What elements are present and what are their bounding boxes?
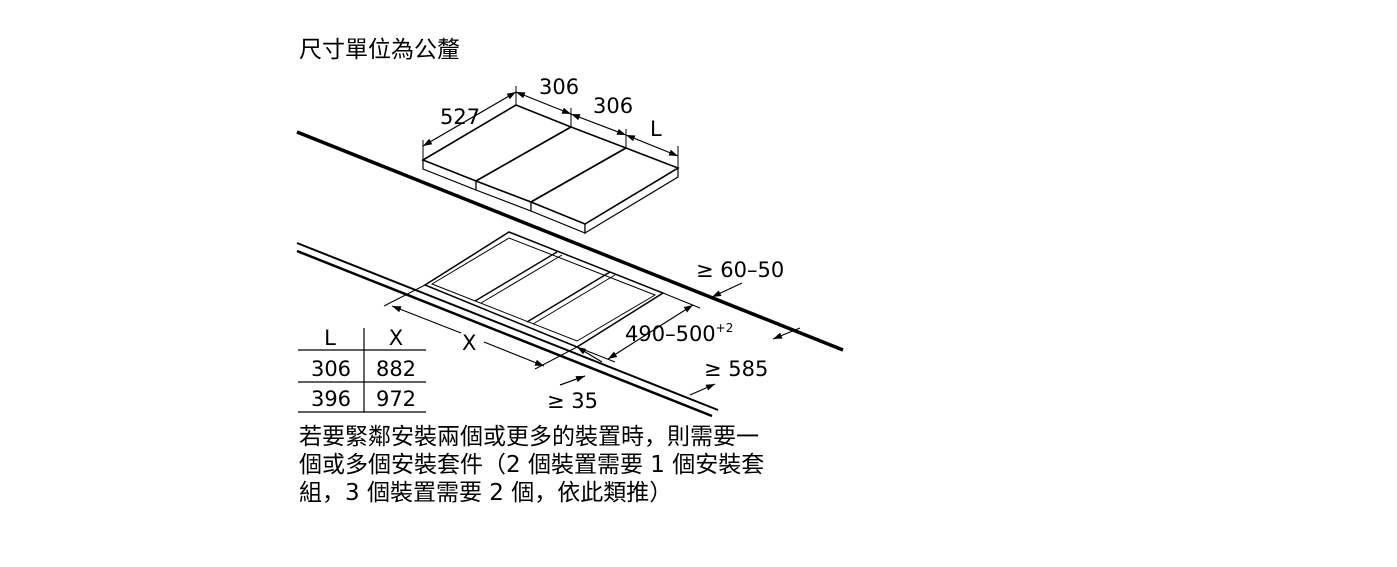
cutout-divider-2b xyxy=(532,274,616,325)
cutout-divider-1b xyxy=(480,254,563,304)
size-table: L X 306 882 396 972 xyxy=(298,326,426,413)
dim-306-b-label: 306 xyxy=(593,94,633,118)
worktop-front-edge xyxy=(296,242,719,411)
unit-title: 尺寸單位為公釐 xyxy=(299,37,460,63)
installation-note-line-3: 組，3 個裝置需要 2 個，依此類推） xyxy=(299,480,672,506)
cutout-inner xyxy=(430,237,657,342)
dim-cutout-width-label: X xyxy=(462,331,476,355)
dim-min-front xyxy=(559,346,603,386)
table-header-l: L xyxy=(324,326,336,350)
table-cell: 972 xyxy=(376,387,416,411)
cutout-divider-2 xyxy=(526,271,611,323)
dim-L xyxy=(625,134,679,168)
table-cell: 882 xyxy=(376,357,416,381)
worktop-back-edge xyxy=(296,130,844,352)
installation-note-line-2: 個或多個安裝套件（2 個裝置需要 1 個安裝套 xyxy=(299,452,764,478)
dim-min-worktop xyxy=(689,327,801,396)
dim-min-edge-arrow xyxy=(711,282,743,298)
table-cell: 396 xyxy=(311,387,351,411)
dim-cutout-depth-label: 490–500+2 xyxy=(625,321,733,346)
dim-min-edge-label: ≥ 60–50 xyxy=(696,258,784,282)
dim-min-front-label: ≥ 35 xyxy=(547,389,598,413)
dim-L-label: L xyxy=(650,117,662,141)
dim-527-label: 527 xyxy=(440,105,480,129)
table-header-x: X xyxy=(389,326,403,350)
installation-note-line-1: 若要緊鄰安裝兩個或更多的裝置時，則需要一 xyxy=(299,424,759,450)
cutout-divider-1 xyxy=(474,251,558,302)
worktop-front-edge-lower xyxy=(296,249,713,418)
dim-306-a-label: 306 xyxy=(539,75,579,99)
dim-min-worktop-label: ≥ 585 xyxy=(704,357,768,381)
table-cell: 306 xyxy=(311,357,351,381)
dim-cutout-width xyxy=(383,284,578,370)
